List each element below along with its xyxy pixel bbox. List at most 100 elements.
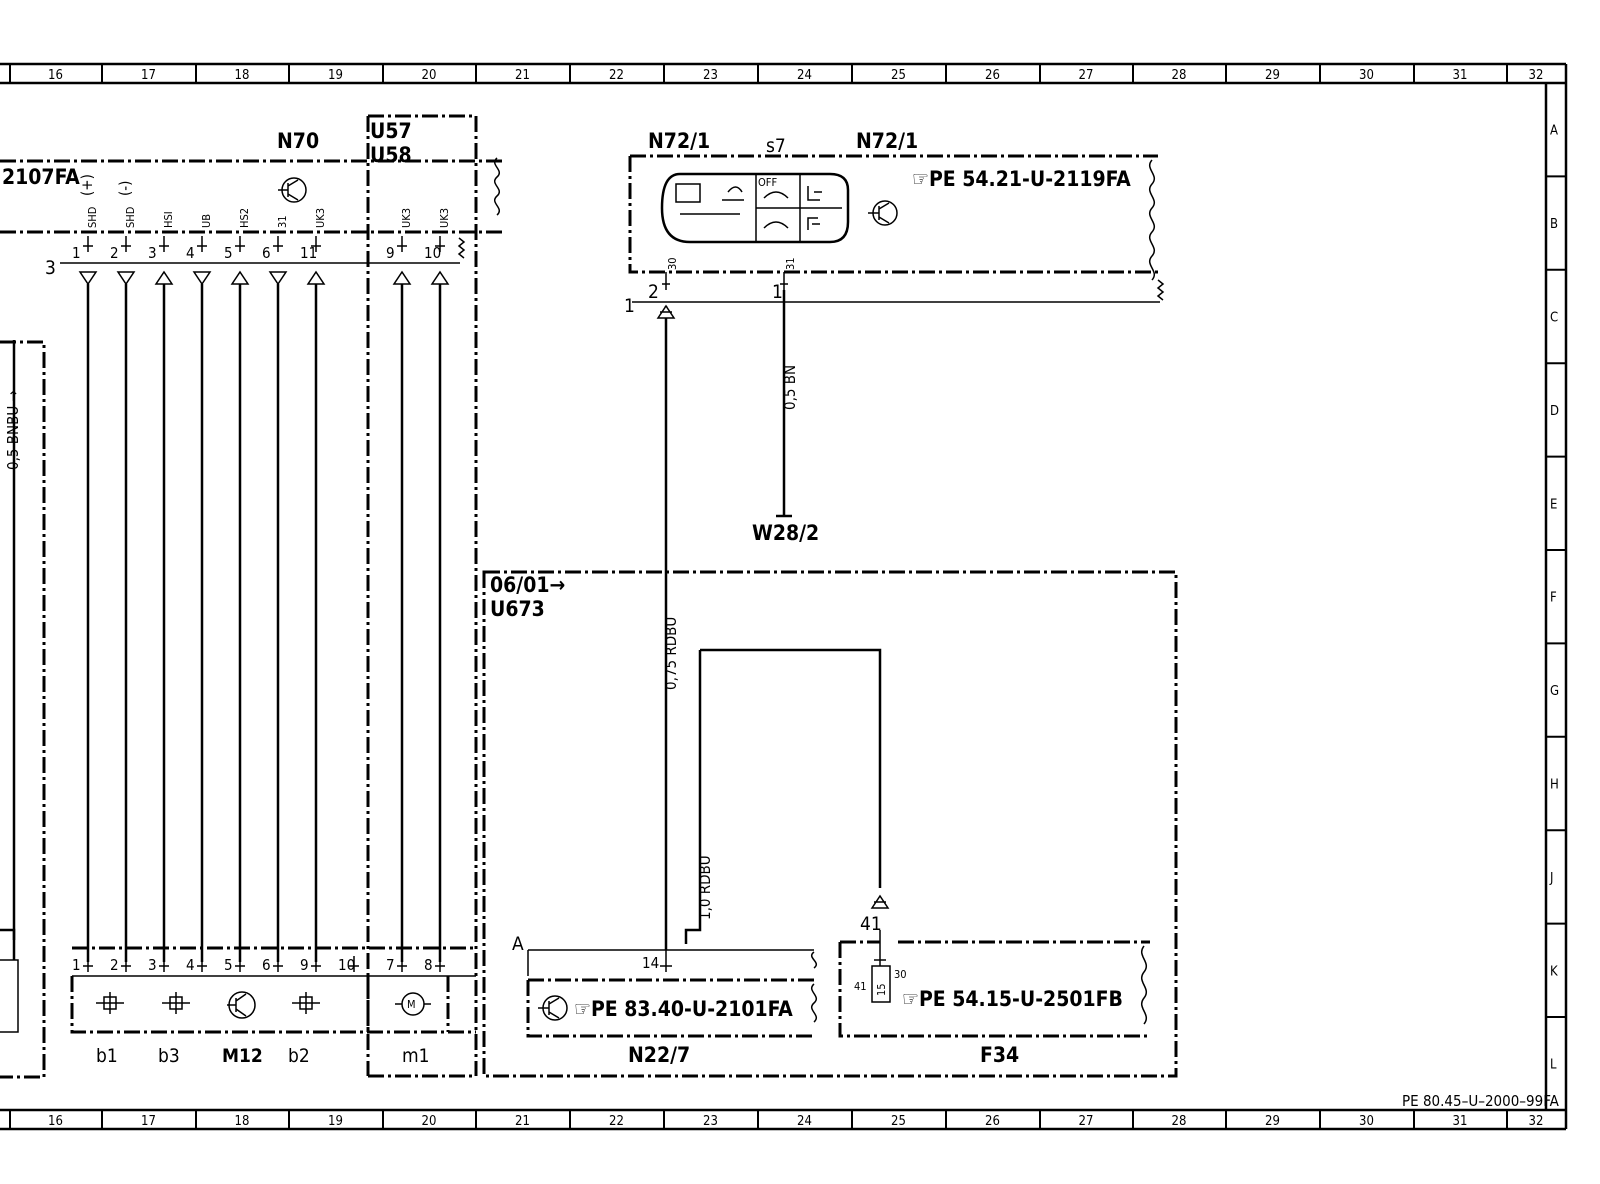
column-number: 21 xyxy=(515,68,530,83)
f34-label: F34 xyxy=(980,1043,1019,1067)
column-number: 24 xyxy=(797,1114,812,1129)
column-number: 25 xyxy=(891,1114,906,1129)
arrow-down-icon xyxy=(116,271,136,286)
f34-pin: 41 xyxy=(860,913,882,935)
wire-label-bnbu: 0,5 BNBU → xyxy=(4,390,22,470)
bottom-pin-label: 9 xyxy=(300,956,309,974)
pin-terminal xyxy=(235,236,245,252)
column-number: 27 xyxy=(1079,68,1094,83)
connector-3-pin-label: 4 xyxy=(186,244,195,262)
pin-terminal xyxy=(159,956,169,972)
u57-label: U57 xyxy=(370,119,412,143)
arrow-up-icon xyxy=(154,270,174,285)
left-component: 0,5 BNBU → xyxy=(0,340,46,1079)
n72-pin-1: 1 xyxy=(772,281,783,303)
b1-switch-icon xyxy=(96,992,124,1014)
column-number: 29 xyxy=(1265,1114,1280,1129)
b3-switch-icon xyxy=(162,992,190,1014)
bottom-pin-label: 8 xyxy=(424,956,433,974)
connector-3-signal-label: UK3 xyxy=(400,208,413,228)
column-number: 27 xyxy=(1079,1114,1094,1129)
column-number: 28 xyxy=(1172,68,1187,83)
w28-2-label: W28/2 xyxy=(752,521,819,545)
connector-3-pin-label: 5 xyxy=(224,244,233,262)
arrow-up-icon xyxy=(306,270,326,285)
pin-terminal xyxy=(121,236,131,252)
pin-terminal xyxy=(235,956,245,972)
column-number: 29 xyxy=(1265,68,1280,83)
n72-1-label-right: N72/1 xyxy=(856,129,918,153)
b2-label: b2 xyxy=(288,1045,310,1067)
u673-block: 06/01→ U673 1,0 RDBU A 14 ☞PE 83.40-U-21… xyxy=(482,570,1178,1078)
n22-pin-14: 14 xyxy=(642,954,659,972)
n72-ref-label: ☞PE 54.21-U-2119FA xyxy=(912,167,1131,191)
column-number: 32 xyxy=(1529,68,1544,83)
connector-3-signal-label: SHD xyxy=(86,206,99,228)
arrow-up-icon xyxy=(230,270,250,285)
column-number: 19 xyxy=(328,1114,343,1129)
column-number: 18 xyxy=(235,1114,250,1129)
b2-switch-icon xyxy=(292,992,320,1014)
n72-transistor-icon xyxy=(868,200,898,226)
transistor-icon xyxy=(278,177,307,203)
s7-label: s7 xyxy=(766,135,786,157)
u58-label: U58 xyxy=(370,143,412,167)
m12-label: M12 xyxy=(222,1045,263,1067)
column-number: 26 xyxy=(985,68,1000,83)
shd-minus-polarity: (-) xyxy=(116,181,134,196)
column-number: 25 xyxy=(891,68,906,83)
arrow-down-icon xyxy=(268,271,288,286)
column-number: 23 xyxy=(703,1114,718,1129)
connector-3-pin-label: 10 xyxy=(424,244,441,262)
row-letter: E xyxy=(1550,497,1557,512)
n72-signal-31: 31 xyxy=(784,257,797,270)
f34-fuse-pin: 41 xyxy=(854,980,867,993)
pin-terminal xyxy=(397,956,407,972)
row-letter: K xyxy=(1550,964,1558,979)
pin-terminal xyxy=(83,236,93,252)
arrow-down-icon xyxy=(192,271,212,286)
bottom-pin-label: 1 xyxy=(72,956,81,974)
connector-3-pin-label: 11 xyxy=(300,244,317,262)
wire-label-rdbu-075: 0,75 RDBU xyxy=(662,617,680,690)
row-letter: A xyxy=(1550,124,1558,139)
row-letter: G xyxy=(1550,684,1559,699)
column-number: 17 xyxy=(141,1114,156,1129)
m12-transistor-icon xyxy=(227,991,256,1019)
column-number: 19 xyxy=(328,68,343,83)
column-number: 30 xyxy=(1359,68,1374,83)
pin-terminal xyxy=(273,236,283,252)
row-letter: H xyxy=(1550,778,1559,793)
connector-3-pin-label: 1 xyxy=(72,244,81,262)
f34-fuse-value: 15 xyxy=(875,983,888,996)
bottom-pin-label: 7 xyxy=(386,956,395,974)
pin-terminal xyxy=(397,236,407,252)
n70-block: N70 2107FA U57 U58 3 xyxy=(0,114,505,1078)
u673-label: U673 xyxy=(490,597,545,621)
pin-terminal xyxy=(159,236,169,252)
pin-terminal xyxy=(121,956,131,972)
row-letter: J xyxy=(1549,871,1553,886)
column-number: 32 xyxy=(1529,1114,1544,1129)
column-number: 21 xyxy=(515,1114,530,1129)
pin-terminal xyxy=(311,236,321,252)
connector-3-pin-label: 6 xyxy=(262,244,271,262)
bottom-pin-label: 2 xyxy=(110,956,119,974)
column-number: 16 xyxy=(48,1114,63,1129)
connector-3-pin-label: 3 xyxy=(148,244,157,262)
m1-motor-icon: M xyxy=(395,992,431,1016)
n22-transistor-icon xyxy=(538,995,568,1021)
column-number: 22 xyxy=(609,1114,624,1129)
column-number: 16 xyxy=(48,68,63,83)
connector-3-number: 3 xyxy=(45,257,56,279)
column-number: 20 xyxy=(422,1114,437,1129)
f34-ref-label: ☞PE 54.15-U-2501FB xyxy=(902,987,1123,1011)
row-letter: C xyxy=(1550,311,1558,326)
wire-label-rdbu-10: 1,0 RDBU xyxy=(696,855,714,920)
document-reference: PE 80.45–U–2000–99FA xyxy=(1402,1092,1560,1110)
pin-terminal xyxy=(311,956,321,972)
connector-3-signal-label: UK3 xyxy=(314,208,327,228)
column-number: 20 xyxy=(422,68,437,83)
bottom-pin-label: 10 xyxy=(338,956,355,974)
